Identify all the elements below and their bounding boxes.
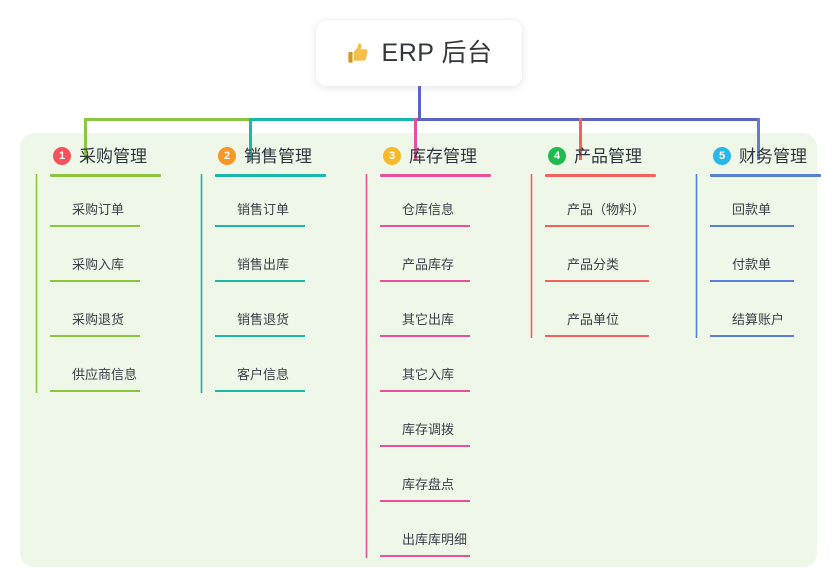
- leaf-underline: [710, 225, 794, 227]
- leaf-underline: [380, 390, 470, 392]
- leaf-label: 仓库信息: [402, 202, 455, 217]
- leaf-label: 出库库明细: [402, 532, 468, 547]
- leaf-label: 产品库存: [402, 257, 455, 272]
- leaf-label: 其它入库: [402, 367, 455, 382]
- leaf-label: 产品分类: [567, 257, 620, 272]
- branch-column-2: 2 销售管理 销售订单 销售出库 销售退货 客户信息: [200, 144, 326, 392]
- branch-badge: 2: [218, 147, 236, 165]
- leaf-underline: [50, 335, 140, 337]
- leaf-underline: [215, 390, 305, 392]
- branch-badge: 5: [713, 147, 731, 165]
- leaf-label: 结算账户: [732, 312, 785, 327]
- leaf-label: 产品单位: [567, 312, 620, 327]
- branch-column-1: 1 采购管理 采购订单 采购入库 采购退货 供应商信息: [35, 144, 161, 392]
- leaf-label: 库存盘点: [402, 477, 455, 492]
- branch-title: 库存管理: [409, 146, 477, 166]
- branch-title: 财务管理: [739, 146, 807, 166]
- leaf-label: 销售退货: [237, 312, 290, 327]
- leaf-label: 采购订单: [72, 202, 125, 217]
- leaf-label: 销售出库: [237, 257, 290, 272]
- leaf-underline: [380, 225, 470, 227]
- branch-column-5: 5 财务管理 回款单 付款单 结算账户: [695, 144, 821, 337]
- leaf-underline: [545, 225, 649, 227]
- branch-title: 销售管理: [244, 146, 312, 166]
- branch-header-5[interactable]: 5 财务管理: [695, 144, 807, 168]
- branches-panel: [20, 133, 817, 567]
- branch-underline: [50, 174, 161, 177]
- leaf-underline: [215, 280, 305, 282]
- leaf-label: 供应商信息: [72, 367, 138, 382]
- branch-header-2[interactable]: 2 销售管理: [200, 144, 312, 168]
- branch-badge: 1: [53, 147, 71, 165]
- branch-underline: [545, 174, 656, 177]
- leaf-underline: [50, 280, 140, 282]
- leaf-label: 库存调拨: [402, 422, 455, 437]
- leaf-underline: [380, 500, 470, 502]
- thumbs-up-icon: [346, 41, 371, 66]
- branch-underline: [710, 174, 821, 177]
- leaf-underline: [380, 280, 470, 282]
- branch-underline: [380, 174, 491, 177]
- leaf-underline: [215, 335, 305, 337]
- branch-column-4: 4 产品管理 产品（物料） 产品分类 产品单位: [530, 144, 656, 337]
- leaf-label: 采购入库: [72, 257, 125, 272]
- leaf-underline: [545, 335, 649, 337]
- leaf-label: 采购退货: [72, 312, 125, 327]
- leaf-label: 回款单: [732, 202, 772, 217]
- branch-header-1[interactable]: 1 采购管理: [35, 144, 147, 168]
- leaf-label: 客户信息: [237, 367, 290, 382]
- branch-header-3[interactable]: 3 库存管理: [365, 144, 477, 168]
- root-node-content: ERP 后台: [346, 38, 493, 67]
- leaf-underline: [380, 335, 470, 337]
- branch-underline: [215, 174, 326, 177]
- leaf-label: 其它出库: [402, 312, 455, 327]
- leaf-underline: [710, 280, 794, 282]
- leaf-underline: [50, 225, 140, 227]
- leaf-underline: [380, 445, 470, 447]
- branch-header-4[interactable]: 4 产品管理: [530, 144, 642, 168]
- leaf-label: 销售订单: [237, 202, 290, 217]
- branch-title: 产品管理: [574, 146, 642, 166]
- leaf-underline: [50, 390, 140, 392]
- branch-badge: 3: [383, 147, 401, 165]
- leaf-underline: [545, 280, 649, 282]
- leaf-underline: [380, 555, 470, 557]
- root-title: ERP 后台: [381, 38, 493, 67]
- root-node[interactable]: ERP 后台: [316, 20, 522, 86]
- leaf-underline: [215, 225, 305, 227]
- leaf-label: 付款单: [732, 257, 772, 272]
- leaf-label: 产品（物料）: [567, 202, 646, 217]
- branch-column-3: 3 库存管理 仓库信息 产品库存 其它出库 其它入库 库存调拨: [365, 144, 491, 557]
- branch-title: 采购管理: [79, 146, 147, 166]
- leaf-underline: [710, 335, 794, 337]
- branch-badge: 4: [548, 147, 566, 165]
